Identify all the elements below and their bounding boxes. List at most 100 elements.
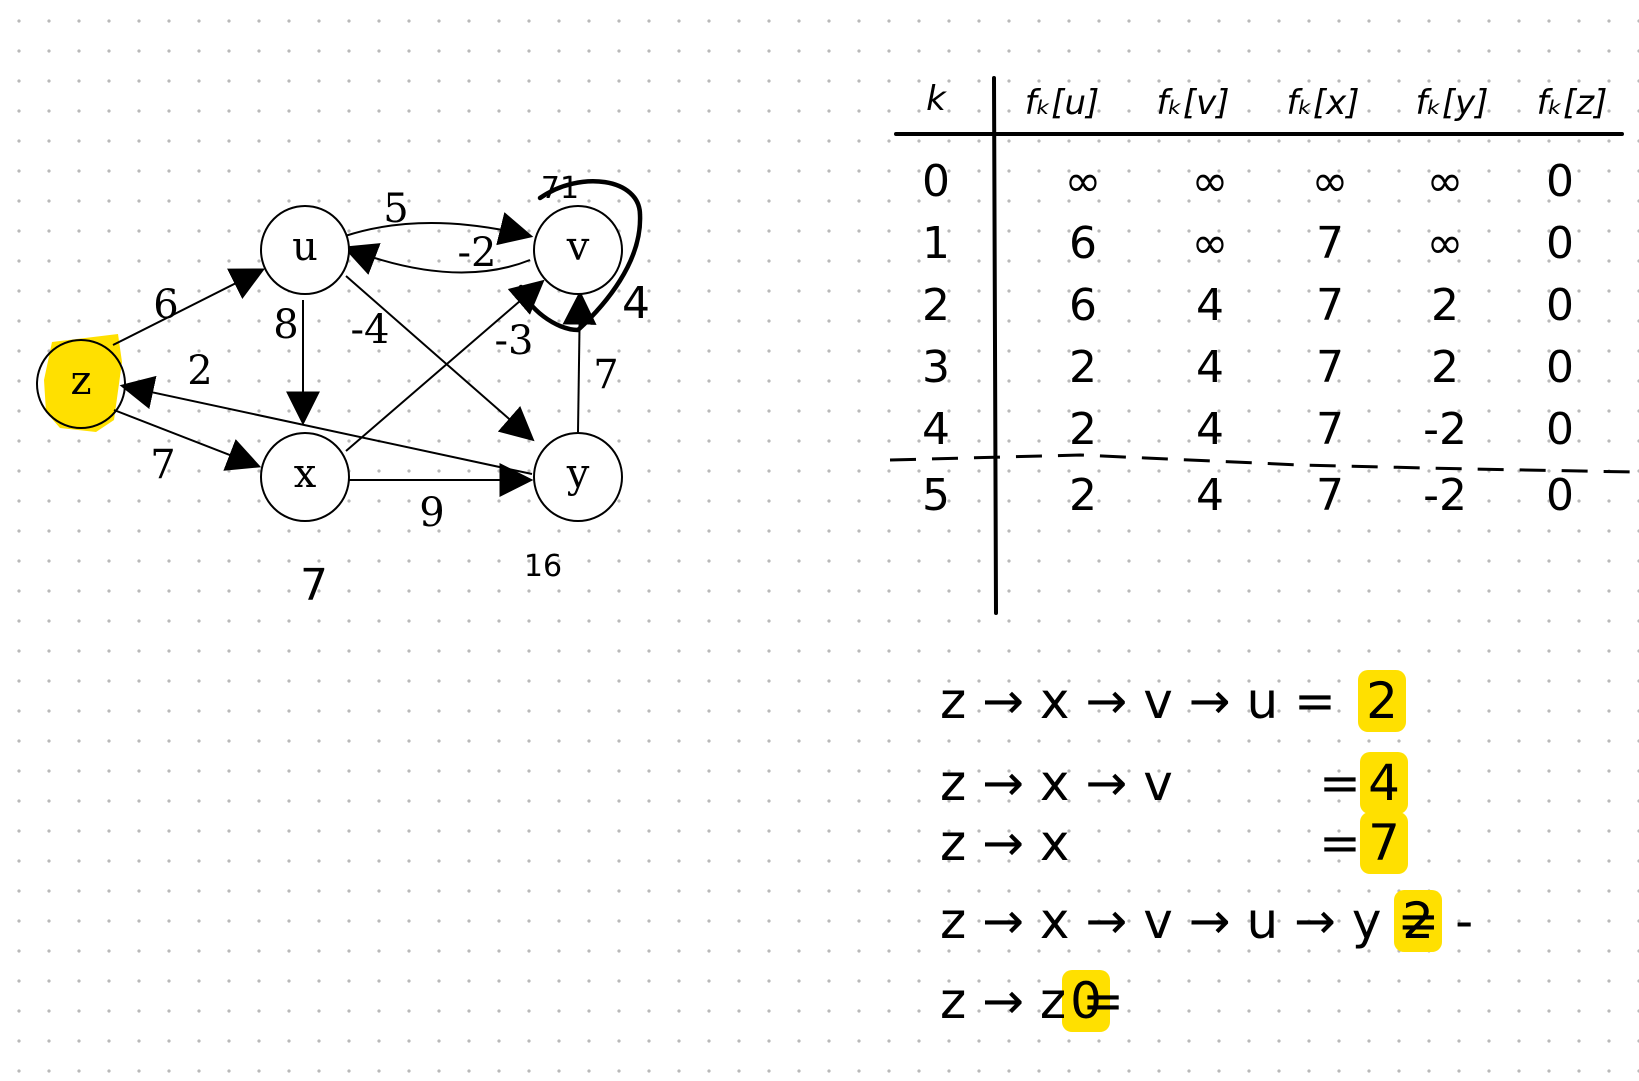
edge-weight-z-x: 7	[150, 442, 175, 488]
path-expression: z → x	[940, 814, 1070, 872]
edge-u-v	[344, 212, 534, 246]
edge-x-v	[345, 279, 545, 452]
path-value: 0	[1070, 972, 1102, 1030]
table-cell-u: 2	[1069, 342, 1097, 393]
node-v: v	[533, 205, 623, 295]
table-cell-y: ∞	[1427, 218, 1464, 269]
source-node-highlight	[44, 334, 122, 432]
edge-z-x	[113, 409, 262, 471]
table-cell-z: 0	[1546, 156, 1574, 207]
table-cell-x: 7	[1316, 342, 1344, 393]
path-value: 2	[1402, 892, 1434, 950]
node-label-u: u	[292, 224, 318, 270]
table-cell-x: 7	[1316, 218, 1344, 269]
table-cell-k: 2	[922, 280, 950, 331]
node-y: y	[533, 432, 623, 522]
table-cell-v: 4	[1196, 404, 1224, 455]
node-label-x: x	[294, 451, 317, 497]
table-cell-k: 5	[922, 470, 950, 521]
table-dashed-rule	[889, 453, 1635, 474]
path-row: z → x → v → u → y = -2	[940, 890, 1473, 952]
edge-weight-y-v: 7	[593, 352, 618, 398]
node-label-v: v	[566, 224, 590, 270]
table-cell-z: 0	[1546, 470, 1574, 521]
path-value-highlight	[1062, 970, 1110, 1032]
table-row: 0 ∞ ∞ ∞ ∞ 0	[922, 156, 1574, 207]
table-cell-x: 7	[1316, 404, 1344, 455]
path-value: 4	[1368, 754, 1400, 812]
table-cell-v: 4	[1196, 280, 1224, 331]
table-cell-u: 2	[1069, 404, 1097, 455]
edge-weight-x-v: -3	[495, 318, 534, 364]
table-cell-k: 3	[922, 342, 950, 393]
edge-u-y	[345, 275, 535, 442]
table-cell-z: 0	[1546, 404, 1574, 455]
node-u: u	[260, 205, 350, 295]
shortest-paths-list: z → x → v → u =2z → x → v=4z → x=7z → x …	[940, 670, 1473, 1032]
table-cell-z: 0	[1546, 280, 1574, 331]
node-label-y: y	[566, 451, 590, 497]
table-cell-u: ∞	[1065, 156, 1102, 207]
path-value: 2	[1366, 672, 1398, 730]
edge-weight-v-u: -2	[458, 230, 497, 276]
path-equals-sign: =	[1319, 754, 1361, 812]
edge-weight-z-u: 6	[153, 282, 178, 328]
edge-y-v	[562, 290, 597, 433]
annotation-v-loop: 4	[622, 278, 650, 329]
edge-weight-u-y: -4	[351, 307, 390, 353]
table-header-x: fₖ[x]	[1286, 83, 1359, 123]
edge-weight-x-y: 9	[419, 490, 444, 536]
annotation-y-below: 16	[524, 549, 562, 584]
edge-z-u	[112, 268, 266, 346]
v-self-loop	[518, 179, 643, 333]
annotation-x-below: 7	[300, 560, 328, 611]
table-cell-y: 2	[1431, 280, 1459, 331]
annotation-v-top: 71	[541, 171, 579, 206]
table-cell-x: 7	[1316, 470, 1344, 521]
table-cell-u: 2	[1069, 470, 1097, 521]
table-cell-k: 1	[922, 218, 950, 269]
table-header-u: fₖ[u]	[1025, 83, 1100, 123]
table-cell-x: 7	[1316, 280, 1344, 331]
path-expression: z → x → v → u =	[940, 672, 1336, 730]
table-cell-v: 4	[1196, 470, 1224, 521]
edge-weight-y-z: 2	[187, 348, 212, 394]
table-cell-k: 4	[922, 404, 950, 455]
path-equals-sign: =	[1319, 814, 1361, 872]
table-header-v: fₖ[v]	[1156, 83, 1229, 123]
edge-y-z	[119, 375, 533, 475]
path-expression: z → x → v	[940, 754, 1173, 812]
path-expression: z → x → v → u → y = -	[940, 892, 1473, 950]
path-value-highlight	[1360, 752, 1408, 814]
table-header-y: fₖ[y]	[1415, 83, 1488, 123]
table-cell-v: ∞	[1192, 156, 1229, 207]
path-value-highlight	[1394, 890, 1442, 952]
node-x: x	[260, 432, 350, 522]
node-label-z: z	[70, 358, 91, 404]
table-column-rule	[992, 76, 998, 615]
table-cell-z: 0	[1546, 218, 1574, 269]
path-row: z → x → v → u = 2	[940, 670, 1406, 732]
table-cell-v: ∞	[1192, 218, 1229, 269]
table-cell-k: 0	[922, 156, 950, 207]
table-cell-y: ∞	[1427, 156, 1464, 207]
node-z: z	[36, 339, 126, 429]
edge-weight-u-x: 8	[273, 302, 298, 348]
table-cell-v: 4	[1196, 342, 1224, 393]
table-header-z: fₖ[z]	[1537, 83, 1608, 123]
path-row: z → x =7	[940, 812, 1408, 874]
path-row: z → x → v =4	[940, 752, 1408, 814]
table-header-k: k	[926, 79, 947, 119]
path-value-highlight	[1358, 670, 1406, 732]
path-value-highlight	[1360, 812, 1408, 874]
path-value: 7	[1368, 814, 1400, 872]
table-cell-x: ∞	[1312, 156, 1349, 207]
path-expression: z → z =	[940, 972, 1124, 1030]
